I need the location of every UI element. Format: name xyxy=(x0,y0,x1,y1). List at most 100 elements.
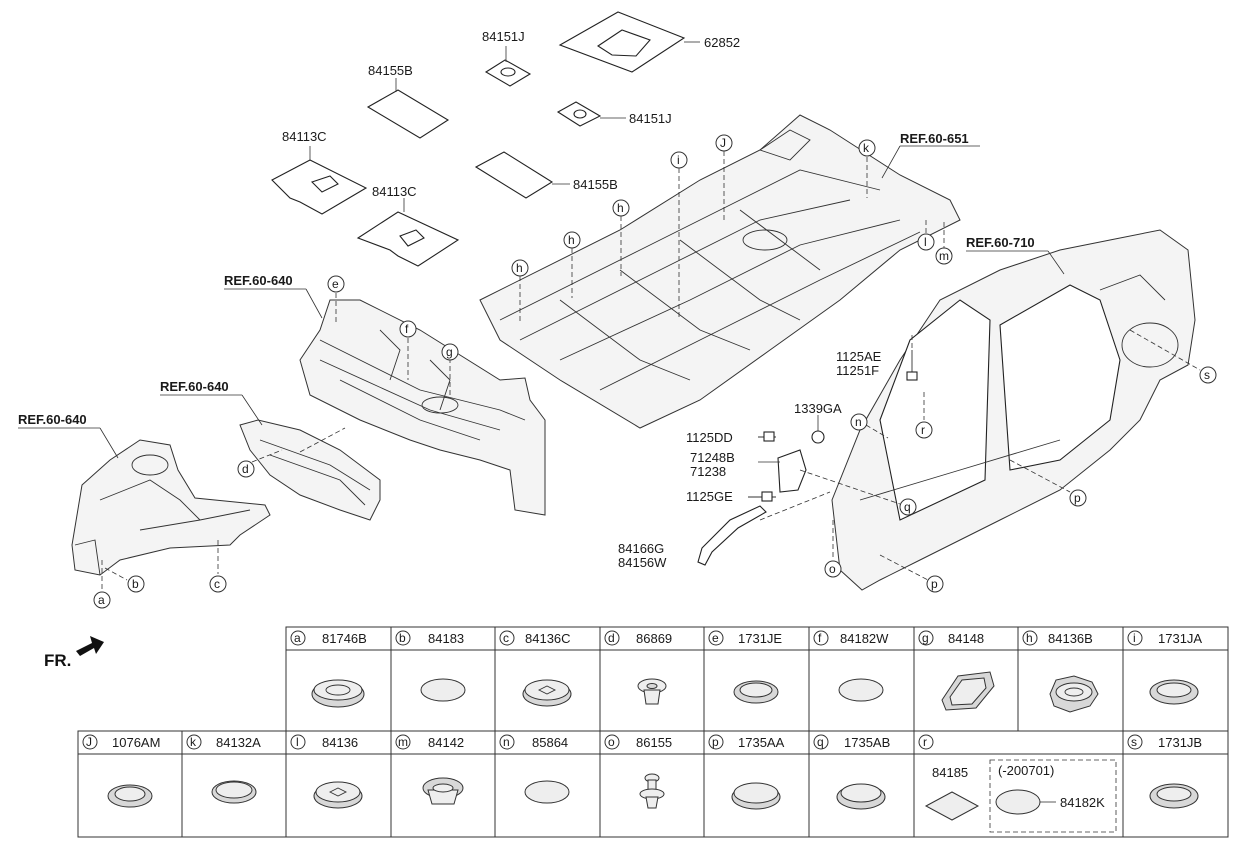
svg-text:a: a xyxy=(98,593,105,607)
svg-text:84142: 84142 xyxy=(428,735,464,750)
label-1339GA: 1339GA xyxy=(794,401,842,416)
clip-86155-icon xyxy=(639,773,665,809)
pad-84113C-b: 84113C xyxy=(356,184,460,267)
svg-text:r: r xyxy=(923,735,927,749)
label-range: (-200701) xyxy=(998,763,1054,778)
callout-m: m xyxy=(935,222,953,265)
callout-g: g xyxy=(441,343,459,398)
legend-cell-s: s 1731JB xyxy=(1127,734,1202,750)
label-11251F: 11251F xyxy=(836,363,879,378)
ref-60-640-lower: REF.60-640 xyxy=(160,379,263,426)
svg-text:p: p xyxy=(931,577,938,591)
plug-84136B-icon xyxy=(1049,675,1099,713)
svg-text:1731JB: 1731JB xyxy=(1158,735,1202,750)
svg-text:h: h xyxy=(617,201,624,215)
pad-84185-icon xyxy=(924,791,980,821)
callout-q: q xyxy=(799,469,917,516)
plug-85864-icon xyxy=(524,780,570,804)
svg-text:1735AA: 1735AA xyxy=(738,735,785,750)
legend-r-cell-content: 84185 (-200701) 84182K xyxy=(924,759,1117,833)
pad-84155B-mid: 84155B xyxy=(474,151,618,199)
svg-text:84136C: 84136C xyxy=(525,631,571,646)
callout-l: l xyxy=(917,220,935,251)
callout-d: d xyxy=(237,449,283,478)
plug-1731JA-icon xyxy=(1149,679,1199,705)
plug-84183-icon xyxy=(420,678,466,702)
dash-panel xyxy=(299,299,546,516)
callout-f: f xyxy=(399,320,417,380)
svg-text:h: h xyxy=(1026,631,1033,645)
svg-text:b: b xyxy=(399,631,406,645)
ref-60-640-left-label: REF.60-640 xyxy=(18,412,87,427)
svg-text:a: a xyxy=(294,631,301,645)
svg-text:l: l xyxy=(924,235,927,249)
svg-text:k: k xyxy=(190,735,197,749)
label-1125GE: 1125GE xyxy=(686,489,733,504)
dash-lower-panel xyxy=(239,419,381,521)
ref-60-640-center-label: REF.60-640 xyxy=(224,273,293,288)
callout-r: r xyxy=(915,392,933,439)
pad-84151J-mid: 84151J xyxy=(556,101,672,127)
ref-60-640-center: REF.60-640 xyxy=(224,273,323,319)
legend-cell-r: r xyxy=(918,734,934,750)
plug-84136-icon xyxy=(313,781,363,809)
svg-text:f: f xyxy=(818,631,822,645)
front-arrow-icon xyxy=(76,636,104,656)
label-84166G: 84166G xyxy=(618,541,664,556)
svg-text:s: s xyxy=(1131,735,1137,749)
legend-table xyxy=(77,626,1229,838)
svg-text:o: o xyxy=(829,562,836,576)
plug-1735AB-icon xyxy=(836,783,886,810)
legend-cell-p: p 1735AA xyxy=(708,734,785,750)
svg-text:p: p xyxy=(712,735,719,749)
svg-text:86155: 86155 xyxy=(636,735,672,750)
svg-text:84132A: 84132A xyxy=(216,735,261,750)
svg-text:r: r xyxy=(921,423,925,437)
svg-text:c: c xyxy=(503,631,509,645)
plug-84136C-icon xyxy=(522,679,572,707)
bolt-1125GE: 1125GE xyxy=(686,489,776,504)
svg-text:m: m xyxy=(939,249,949,263)
callout-e: e xyxy=(327,275,345,325)
callout-c: c xyxy=(209,540,227,593)
callout-i: i xyxy=(670,151,688,318)
callout-h1: h xyxy=(511,259,529,322)
legend-row1-icons xyxy=(311,671,1199,713)
callout-a: a xyxy=(93,560,111,609)
plug-1076AM-icon xyxy=(107,784,153,808)
clip-86869-icon xyxy=(637,678,667,705)
svg-text:h: h xyxy=(516,261,523,275)
svg-text:J: J xyxy=(86,735,92,749)
svg-text:i: i xyxy=(677,153,680,167)
svg-text:m: m xyxy=(398,735,408,749)
svg-text:84183: 84183 xyxy=(428,631,464,646)
label-62852: 62852 xyxy=(704,35,740,50)
svg-text:84136B: 84136B xyxy=(1048,631,1093,646)
ref-60-710-label: REF.60-710 xyxy=(966,235,1035,250)
legend-cell-h: h 84136B xyxy=(1022,630,1093,646)
legend-cell-m: m 84142 xyxy=(395,734,464,750)
ref-60-651: REF.60-651 xyxy=(881,131,980,179)
grommet-84148-icon xyxy=(941,671,995,711)
label-71248B: 71248B xyxy=(690,450,735,465)
callout-k: k xyxy=(858,139,876,198)
svg-text:86869: 86869 xyxy=(636,631,672,646)
ref-60-640-left: REF.60-640 xyxy=(18,412,119,459)
svg-text:f: f xyxy=(405,322,409,336)
ref-60-710: REF.60-710 xyxy=(966,235,1065,275)
svg-text:s: s xyxy=(1204,368,1210,382)
plug-84182K-icon xyxy=(995,789,1041,815)
ref-60-640-lower-label: REF.60-640 xyxy=(160,379,229,394)
pad-62852: 62852 xyxy=(558,11,740,73)
label-71238: 71238 xyxy=(690,464,726,479)
svg-text:g: g xyxy=(446,345,453,359)
ref-60-651-label: REF.60-651 xyxy=(900,131,969,146)
svg-text:b: b xyxy=(132,577,139,591)
